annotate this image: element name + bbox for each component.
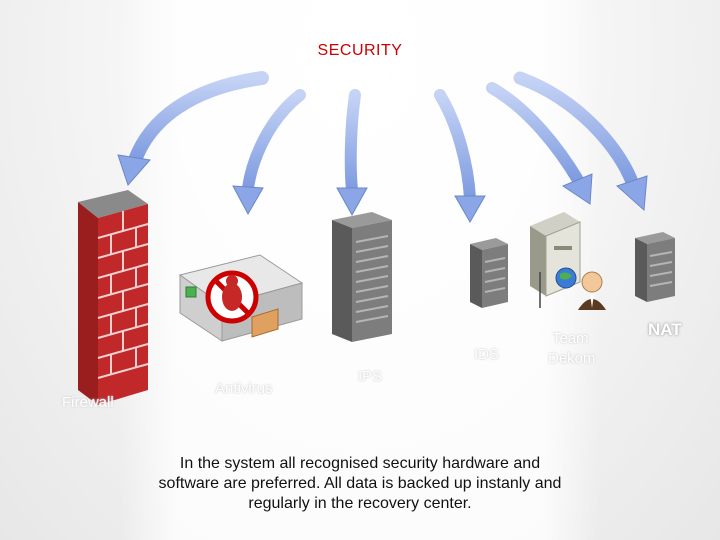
workstation-user-icon <box>530 212 606 310</box>
team-label-line2: Dekom <box>548 350 596 367</box>
server-icon <box>332 212 392 342</box>
firewall-label: Firewall <box>62 394 114 411</box>
firewall-icon <box>78 190 149 405</box>
antivirus-appliance-icon <box>178 254 304 342</box>
caption-line-2: software are preferred. All data is back… <box>158 475 562 492</box>
caption-line-3: regularly in the recovery center. <box>248 495 472 512</box>
slide-title: SECURITY <box>317 42 403 59</box>
description-caption: In the system all recognised security ha… <box>118 454 602 514</box>
nat-server-icon <box>635 232 675 302</box>
ids-label: IDS <box>474 346 500 363</box>
nat-label: NAT <box>648 320 682 339</box>
team-label: Team <box>552 330 589 347</box>
antivirus-label: Antivirus <box>215 380 273 397</box>
curved-arrow-icon <box>117 71 648 224</box>
server-small-icon <box>470 238 508 308</box>
ips-label: IPS <box>358 368 383 385</box>
caption-line-1: In the system all recognised security ha… <box>179 455 541 472</box>
